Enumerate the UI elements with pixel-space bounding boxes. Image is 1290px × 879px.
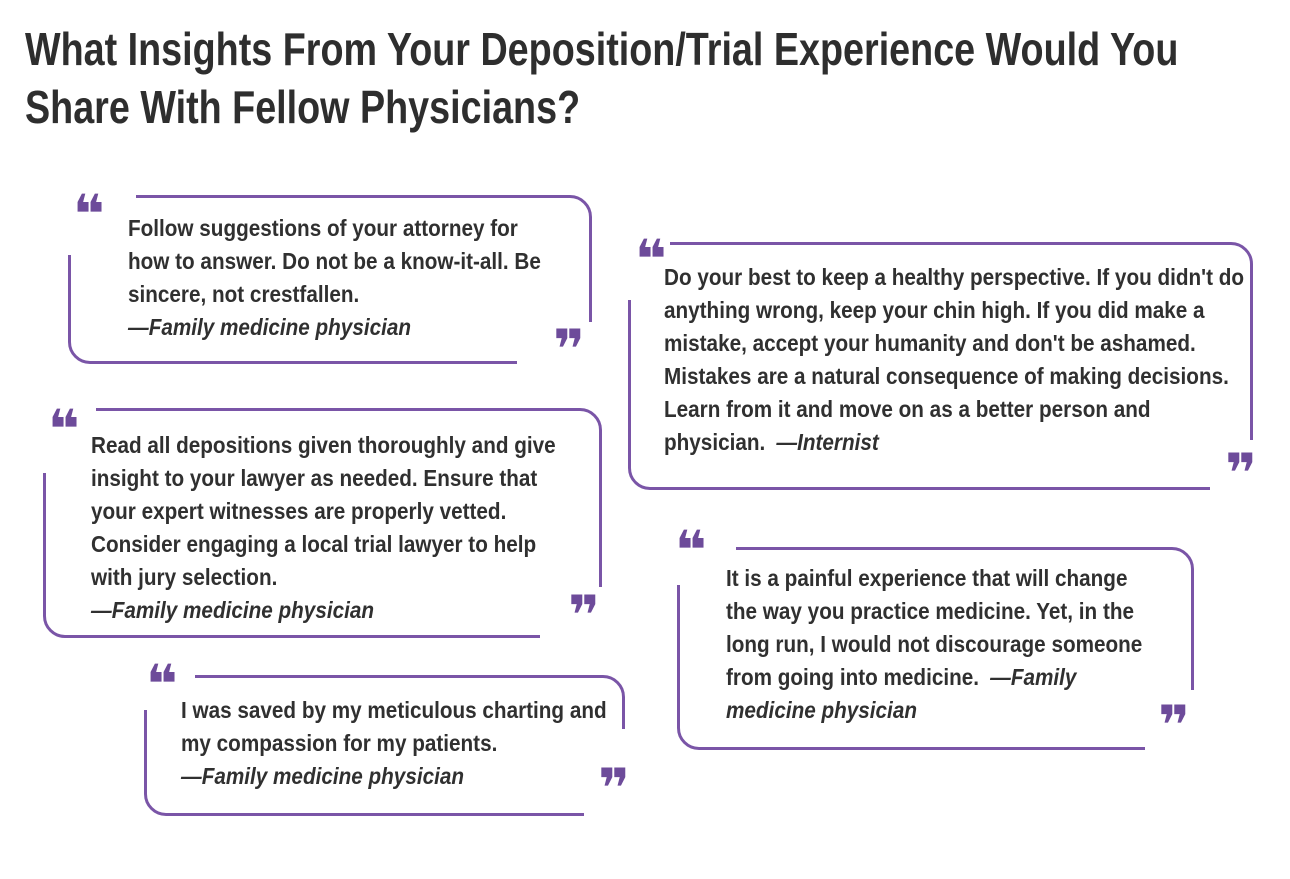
open-quote-icon: ❝	[146, 653, 178, 716]
corner-gap-top-left	[677, 547, 736, 585]
corner-gap-bottom-right	[584, 729, 625, 816]
close-quote-icon: ❞	[553, 318, 585, 381]
open-quote-icon: ❝	[635, 228, 667, 291]
quote-text-body: It is a painful experience that will cha…	[726, 565, 1143, 690]
close-quote-icon: ❞	[568, 584, 600, 647]
quote-attribution: —Family medicine physician	[91, 597, 375, 623]
quote-card-4: ❝ It is a painful experience that will c…	[675, 524, 1194, 757]
page-title: What Insights From Your Deposition/Trial…	[25, 23, 1179, 133]
close-quote-icon: ❞	[1158, 694, 1190, 757]
quote-text: Follow suggestions of your attorney for …	[128, 212, 563, 344]
open-quote-icon: ❝	[675, 519, 707, 582]
corner-gap-bottom-right	[517, 322, 592, 364]
close-quote-icon: ❞	[598, 757, 630, 820]
corner-gap-bottom-right	[1145, 690, 1194, 750]
quote-card-1: ❝ Follow suggestions of your attorney fo…	[68, 183, 592, 381]
corner-gap-top-left	[628, 242, 670, 300]
quote-attribution: —Family medicine physician	[181, 763, 465, 789]
quote-attribution: —Family medicine physician	[128, 314, 412, 340]
quote-text: Read all depositions given thoroughly an…	[91, 429, 563, 627]
corner-gap-top-left	[68, 195, 136, 255]
close-quote-icon: ❞	[1225, 442, 1257, 505]
quote-text-body: I was saved by my meticulous charting an…	[181, 697, 607, 756]
quote-text-body: Follow suggestions of your attorney for …	[128, 215, 541, 307]
quote-card-5: ❝ I was saved by my meticulous charting …	[144, 658, 630, 816]
open-quote-icon: ❝	[73, 183, 105, 246]
quote-attribution: —Internist	[776, 429, 879, 455]
quote-card-3: ❝ Do your best to keep a healthy perspec…	[628, 228, 1257, 501]
quote-text: I was saved by my meticulous charting an…	[181, 694, 615, 793]
corner-gap-top-left	[144, 675, 195, 710]
quote-card-2: ❝ Read all depositions given thoroughly …	[43, 398, 602, 647]
quote-text-body: Read all depositions given thoroughly an…	[91, 432, 556, 590]
corner-gap-bottom-right	[1210, 440, 1253, 490]
quote-text-body: Do your best to keep a healthy perspecti…	[664, 264, 1245, 455]
quote-text: It is a painful experience that will cha…	[726, 562, 1158, 727]
corner-gap-top-left	[43, 408, 96, 473]
open-quote-icon: ❝	[48, 398, 80, 461]
quote-text: Do your best to keep a healthy perspecti…	[664, 261, 1245, 459]
quote-attribution: —Family medicine physician	[726, 664, 1077, 723]
corner-gap-bottom-right	[540, 587, 602, 638]
